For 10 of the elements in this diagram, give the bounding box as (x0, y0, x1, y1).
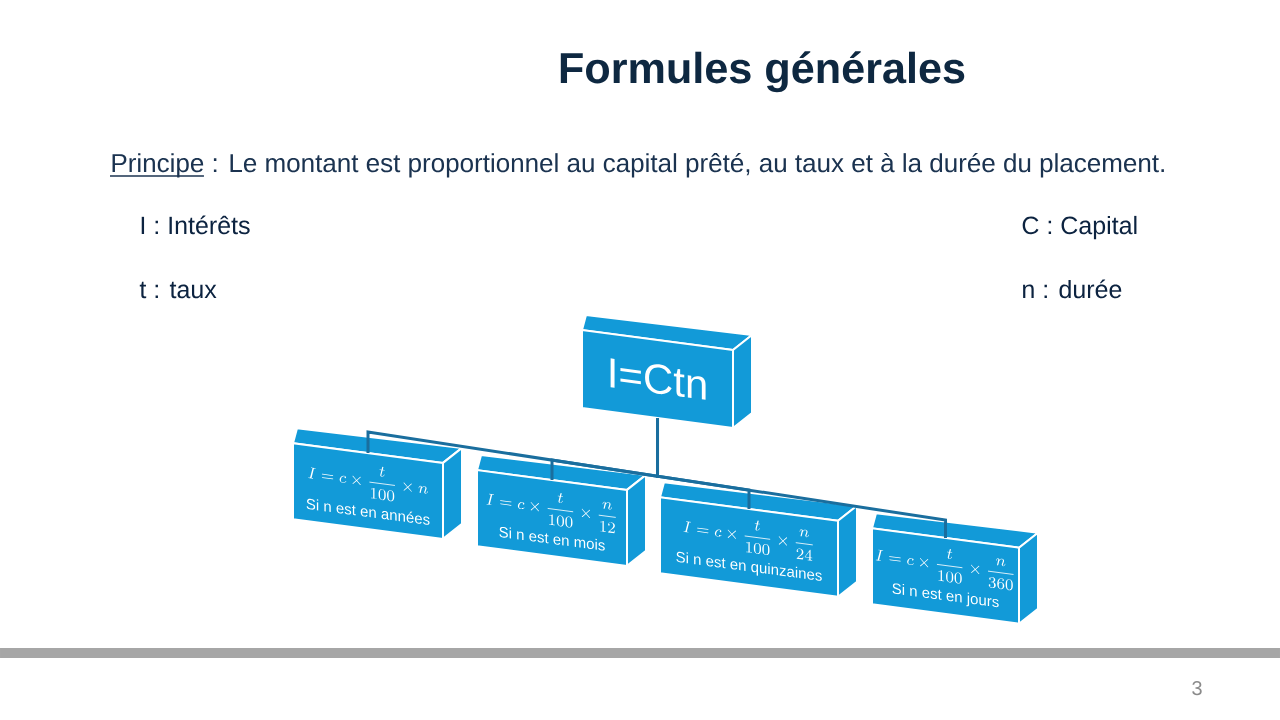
title: Formules générales (560, 51, 965, 93)
definition-text: I : Intérêts (141, 215, 250, 235)
formula-box: $I = c \times \frac{t}{100} \times \frac{n}{24}$ Si n est en quinzaines (659, 481, 858, 598)
page-number: 3 (1192, 681, 1202, 696)
formula-box: $I = c \times \frac{t}{100} \times \frac{n}{360}$ Si n est en jours (871, 512, 1039, 625)
connector-line (656, 418, 947, 538)
principle-text: Principe : Le montant est proportionnel au capital prêté, au taux et à la durée du placement. (109, 152, 1164, 178)
definition-text: C : Capital (1022, 215, 1137, 240)
definition-text: n : durée (1023, 279, 1122, 299)
definition-text: t : taux (139, 281, 217, 299)
